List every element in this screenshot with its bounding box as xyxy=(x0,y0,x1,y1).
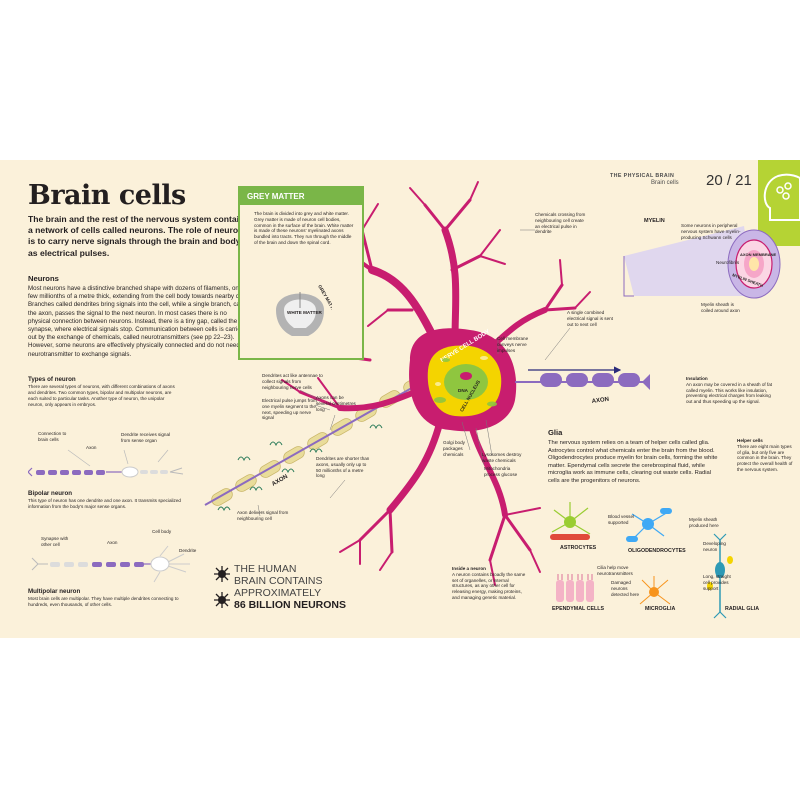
types-heading: Types of neuron xyxy=(28,376,76,383)
insulation-text: An axon may be covered in a sheath of fa… xyxy=(686,381,773,405)
myelin-sheath-note: Myelin sheath is coiled around axon xyxy=(701,302,740,313)
multipolar-text: Most brain cells are multipolar. They ha… xyxy=(28,596,179,607)
dendrite-label-multipolar: Dendrite xyxy=(179,548,197,553)
pulse-jumps-label: Electrical pulse jumps from one myelin s… xyxy=(262,398,317,421)
axon-label-multipolar: Axon xyxy=(107,540,118,545)
section-tag: THE PHYSICAL BRAIN xyxy=(610,173,675,179)
inside-text: A neuron contains broadly the same set o… xyxy=(452,571,526,600)
damaged-label: Damaged neurons detected here xyxy=(611,580,640,597)
cell-nucleus xyxy=(444,364,488,400)
glia-heading: Glia xyxy=(548,428,563,437)
cilia-label: Cilia help move neurotransmitters xyxy=(597,565,633,576)
stat-line-1: THE HUMAN xyxy=(234,563,297,575)
leader-lines xyxy=(257,229,571,517)
helper-cells-section: Helper cells There are eight main types … xyxy=(737,438,793,473)
white-matter-label: WHITE MATTER xyxy=(287,310,323,315)
myelin-produced-label: Myelin sheath produced here xyxy=(689,517,719,528)
myelin-peripheral-label: Some neurons in peripheral nervous syste… xyxy=(681,223,741,240)
axons-long-label: Axons can be several centimetres long xyxy=(316,395,356,412)
types-text: There are several types of neurons, with… xyxy=(28,384,175,407)
neurons-section: Neurons Most neurons have a distinctive … xyxy=(28,274,250,359)
bipolar-heading: Bipolar neuron xyxy=(28,490,73,497)
microglia-illustration xyxy=(639,576,671,605)
axon-label-left: AXON xyxy=(271,474,289,488)
dendrite-label-bipolar: Dendrite receives signal from sense orga… xyxy=(121,432,171,443)
dendrites-shorter-label: Dendrites are shorter than axons, usuall… xyxy=(316,456,370,479)
page-numbers: 20 / 21 xyxy=(706,172,752,189)
golgi-label: Golgi body packages chemicals xyxy=(443,440,465,457)
types-section: Types of neuron There are several types … xyxy=(28,376,178,407)
axon-label-bipolar: Axon xyxy=(86,445,97,450)
glia-illustrations xyxy=(550,502,733,619)
ependymal-illustration xyxy=(556,574,594,602)
grey-matter-heading: GREY MATTER xyxy=(240,188,362,205)
section-subtitle: Brain cells xyxy=(651,180,679,186)
dna-dot xyxy=(460,372,472,380)
lysosomes-label: Lysosomes destroy waste chemicals xyxy=(482,452,522,463)
stat-callout: THE HUMAN BRAIN CONTAINS APPROXIMATELY 8… xyxy=(234,563,346,611)
astrocyte-illustration xyxy=(550,502,591,540)
bipolar-text: This type of neuron has one dendrite and… xyxy=(28,498,181,509)
membrane-label: Cell membrane conveys nerve impulses xyxy=(497,336,529,353)
blood-vessel-label: Blood vessel supported xyxy=(608,514,635,525)
oligodendrocytes-label: OLIGODENDROCYTES xyxy=(628,548,686,554)
microglia-label: MICROGLIA xyxy=(645,606,676,612)
insulation-heading: Insulation xyxy=(686,376,708,381)
neuron-illustration: AXON DNA xyxy=(204,181,650,586)
synapse-label: Synapse with other cell xyxy=(41,536,69,547)
axon-right: AXON xyxy=(515,366,650,405)
neurons-heading: Neurons xyxy=(28,274,59,283)
multipolar-neuron-illustration xyxy=(31,545,190,583)
stat-line-3: APPROXIMATELY xyxy=(234,587,322,599)
bipolar-section: Bipolar neuron This type of neuron has o… xyxy=(28,490,188,510)
developing-neuron-label: Developing neuron xyxy=(703,541,726,552)
inside-heading: Inside a neuron xyxy=(452,566,486,571)
head-icon-tab xyxy=(758,160,800,246)
long-cell-label: Long, straight cell provides support xyxy=(703,574,731,591)
myelin-label: MYELIN xyxy=(644,218,665,224)
helper-text: There are eight main types of glia, but … xyxy=(737,443,793,472)
helper-heading: Helper cells xyxy=(737,438,763,443)
stat-line-2: BRAIN CONTAINS xyxy=(234,575,323,587)
dna-label: DNA xyxy=(458,388,469,393)
neurons-text: Most neurons have a distinctive branched… xyxy=(28,285,250,358)
book-spread: THE PHYSICAL BRAIN Brain cells 20 / 21 B… xyxy=(0,160,800,638)
insulation-section: Insulation An axon may be covered in a s… xyxy=(686,376,776,405)
grey-matter-panel: GREY MATTER The brain is divided into gr… xyxy=(238,186,364,360)
axon-delivers-label: Axon delivers signal from neighbouring c… xyxy=(237,510,289,521)
cell-body-label: Cell body xyxy=(152,529,172,534)
oligodendrocyte-illustration xyxy=(626,508,672,542)
stat-line-4: 86 BILLION NEURONS xyxy=(234,599,347,611)
axon-label-right: AXON xyxy=(591,397,609,405)
grey-matter-text: The brain is divided into grey and white… xyxy=(254,211,354,245)
multipolar-heading: Multipolar neuron xyxy=(28,588,81,595)
single-signal-label: A single combined electrical signal is s… xyxy=(567,310,613,327)
page-title: Brain cells xyxy=(28,180,186,211)
radial-glia-label: RADIAL GLIA xyxy=(725,606,760,612)
organelles xyxy=(434,358,497,407)
bipolar-neuron-illustration xyxy=(28,449,184,478)
intro-paragraph: The brain and the rest of the nervous sy… xyxy=(28,214,250,258)
multipolar-section: Multipolar neuron Most brain cells are m… xyxy=(28,588,188,608)
dendrites-antennae-label: Dendrites act like antennae to collect s… xyxy=(262,373,323,390)
axon-membrane-label: AXON MEMBRANE xyxy=(740,252,777,257)
myelin-illustration: MYELIN AXON MEMBRANE MYELIN SHEATH xyxy=(623,218,781,299)
chemicals-label: Chemicals crossing from neighbouring cel… xyxy=(535,212,586,235)
neuron-stat-icons xyxy=(214,566,230,608)
ependymal-label: EPENDYMAL CELLS xyxy=(552,606,604,612)
mitochondria-label: Mitochondria process glucose xyxy=(484,466,518,477)
astrocytes-label: ASTROCYTES xyxy=(560,545,597,551)
glia-text: The nervous system relies on a team of h… xyxy=(548,440,718,484)
neurofibrils-label: Neurofibrils xyxy=(716,260,740,265)
connection-label: Connection to brain cells xyxy=(38,431,67,442)
brain-cross-section: WHITE MATTER GREY MATTER xyxy=(276,284,332,336)
radial-glia-illustration xyxy=(707,533,733,619)
inside-neuron-section: Inside a neuron A neuron contains broadl… xyxy=(452,566,528,601)
